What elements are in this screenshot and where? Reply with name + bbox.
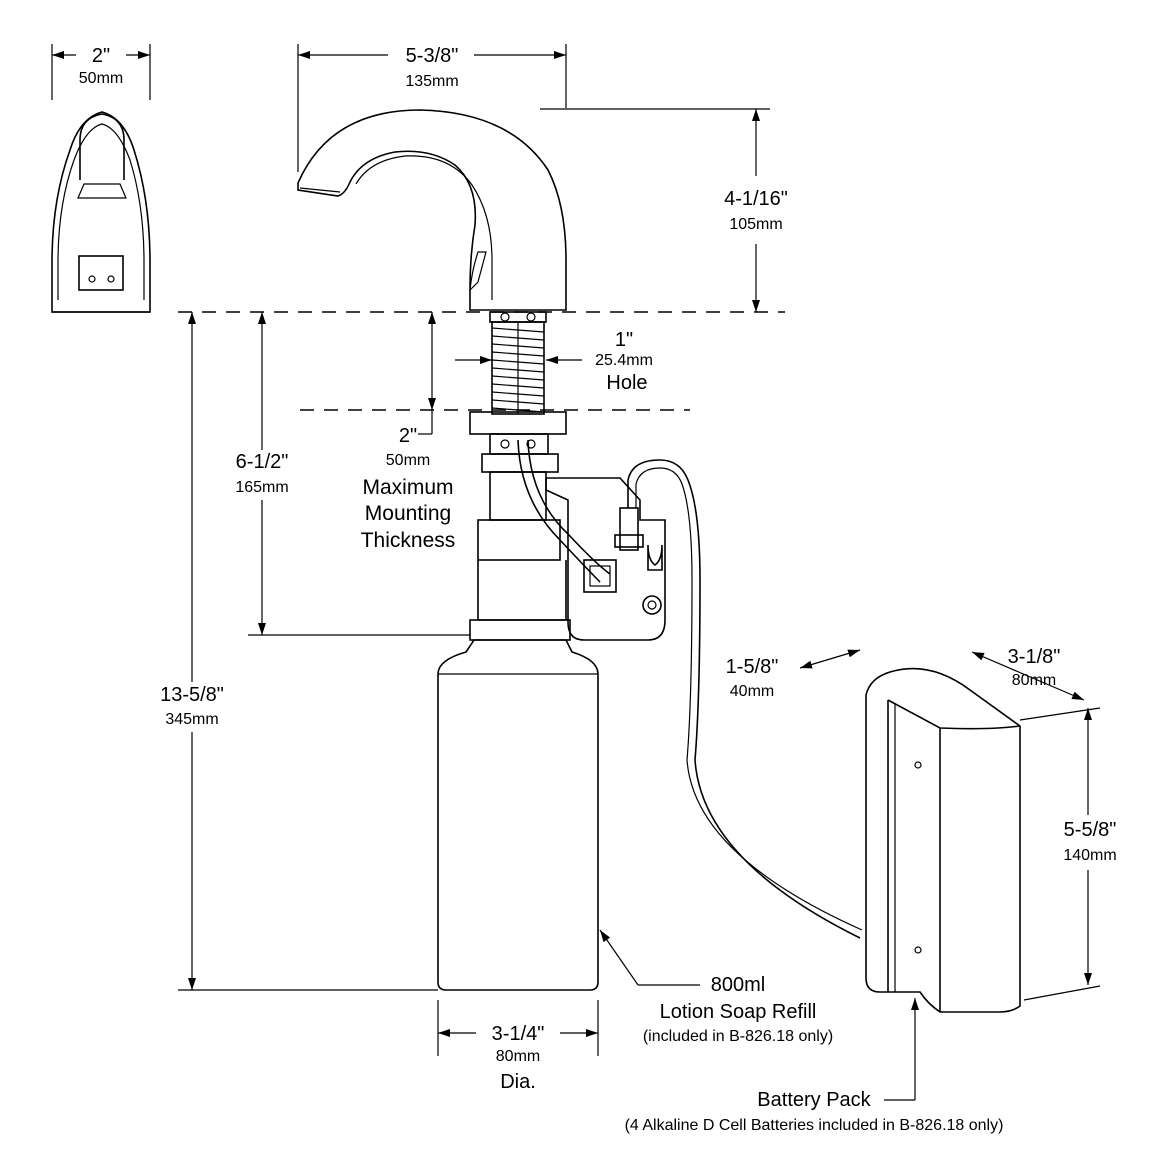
callout-refill: 800ml Lotion Soap Refill (included in B-…	[599, 929, 833, 1045]
mounting-label-3: Thickness	[361, 529, 456, 552]
dim-spout-width: 2" 50mm	[52, 45, 150, 87]
dim-battery-width: 3-1/8" 80mm	[971, 646, 1101, 721]
below-counter-inches: 6-1/2"	[236, 451, 289, 473]
spout-width-mm: 50mm	[79, 70, 123, 87]
mounting-label-2: Mounting	[365, 502, 451, 525]
battery-depth-mm: 40mm	[730, 683, 774, 700]
spout-width-inches: 2"	[92, 45, 110, 67]
bottle-dia-inches: 3-1/4"	[492, 1023, 545, 1045]
below-counter-mm: 165mm	[235, 479, 288, 496]
battery-height-mm: 140mm	[1063, 847, 1116, 864]
dim-battery-height: 5-5/8" 140mm	[1023, 708, 1117, 1001]
battery-height-inches: 5-5/8"	[1064, 819, 1117, 841]
battery-depth-inches: 1-5/8"	[726, 656, 779, 678]
dim-bottle-diameter: 3-1/4" 80mm Dia.	[438, 1023, 598, 1093]
battery-width-inches: 3-1/8"	[1008, 646, 1061, 668]
refill-line-1: 800ml	[711, 974, 765, 996]
dim-overall-height: 13-5/8" 345mm	[160, 312, 438, 991]
overall-height-inches: 13-5/8"	[160, 684, 224, 706]
battery-width-mm: 80mm	[1012, 672, 1056, 689]
control-module	[545, 459, 863, 939]
threaded-shank	[489, 311, 547, 415]
mounting-inches: 2"	[399, 425, 417, 447]
bottle-dia-label: Dia.	[500, 1071, 536, 1093]
pump-assembly	[469, 411, 611, 641]
soap-bottle	[437, 639, 599, 1056]
dim-below-counter: 6-1/2" 165mm	[235, 312, 470, 636]
dim-mounting-thickness: 2" 50mm Maximum Mounting Thickness	[361, 312, 456, 552]
spout-length-inches: 5-3/8"	[406, 45, 459, 67]
dim-spout-height: 4-1/16" 105mm	[724, 109, 788, 312]
hole-inches: 1"	[615, 329, 633, 351]
spout-height-mm: 105mm	[729, 216, 782, 233]
refill-line-2: Lotion Soap Refill	[660, 1001, 817, 1023]
battery-line-2: (4 Alkaline D Cell Batteries included in…	[625, 1117, 1004, 1134]
dim-battery-depth: 1-5/8" 40mm	[726, 649, 861, 700]
dim-spout-length: 5-3/8" 135mm	[298, 45, 566, 90]
hole-mm: 25.4mm	[595, 352, 653, 369]
spout-height-inches: 4-1/16"	[724, 188, 788, 210]
callout-battery: Battery Pack (4 Alkaline D Cell Batterie…	[625, 998, 1004, 1134]
mounting-mm: 50mm	[386, 452, 430, 469]
hole-label: Hole	[606, 372, 647, 394]
battery-line-1: Battery Pack	[757, 1089, 871, 1111]
dim-hole: 1" 25.4mm Hole	[455, 329, 653, 394]
spout-length-mm: 135mm	[405, 73, 458, 90]
battery-pack	[865, 667, 1021, 1013]
mounting-label-1: Maximum	[362, 476, 453, 499]
spout-side-view	[297, 44, 770, 311]
spout-front-view	[51, 44, 151, 313]
bottle-dia-mm: 80mm	[496, 1048, 540, 1065]
refill-line-3: (included in B-826.18 only)	[643, 1028, 833, 1045]
overall-height-mm: 345mm	[165, 711, 218, 728]
